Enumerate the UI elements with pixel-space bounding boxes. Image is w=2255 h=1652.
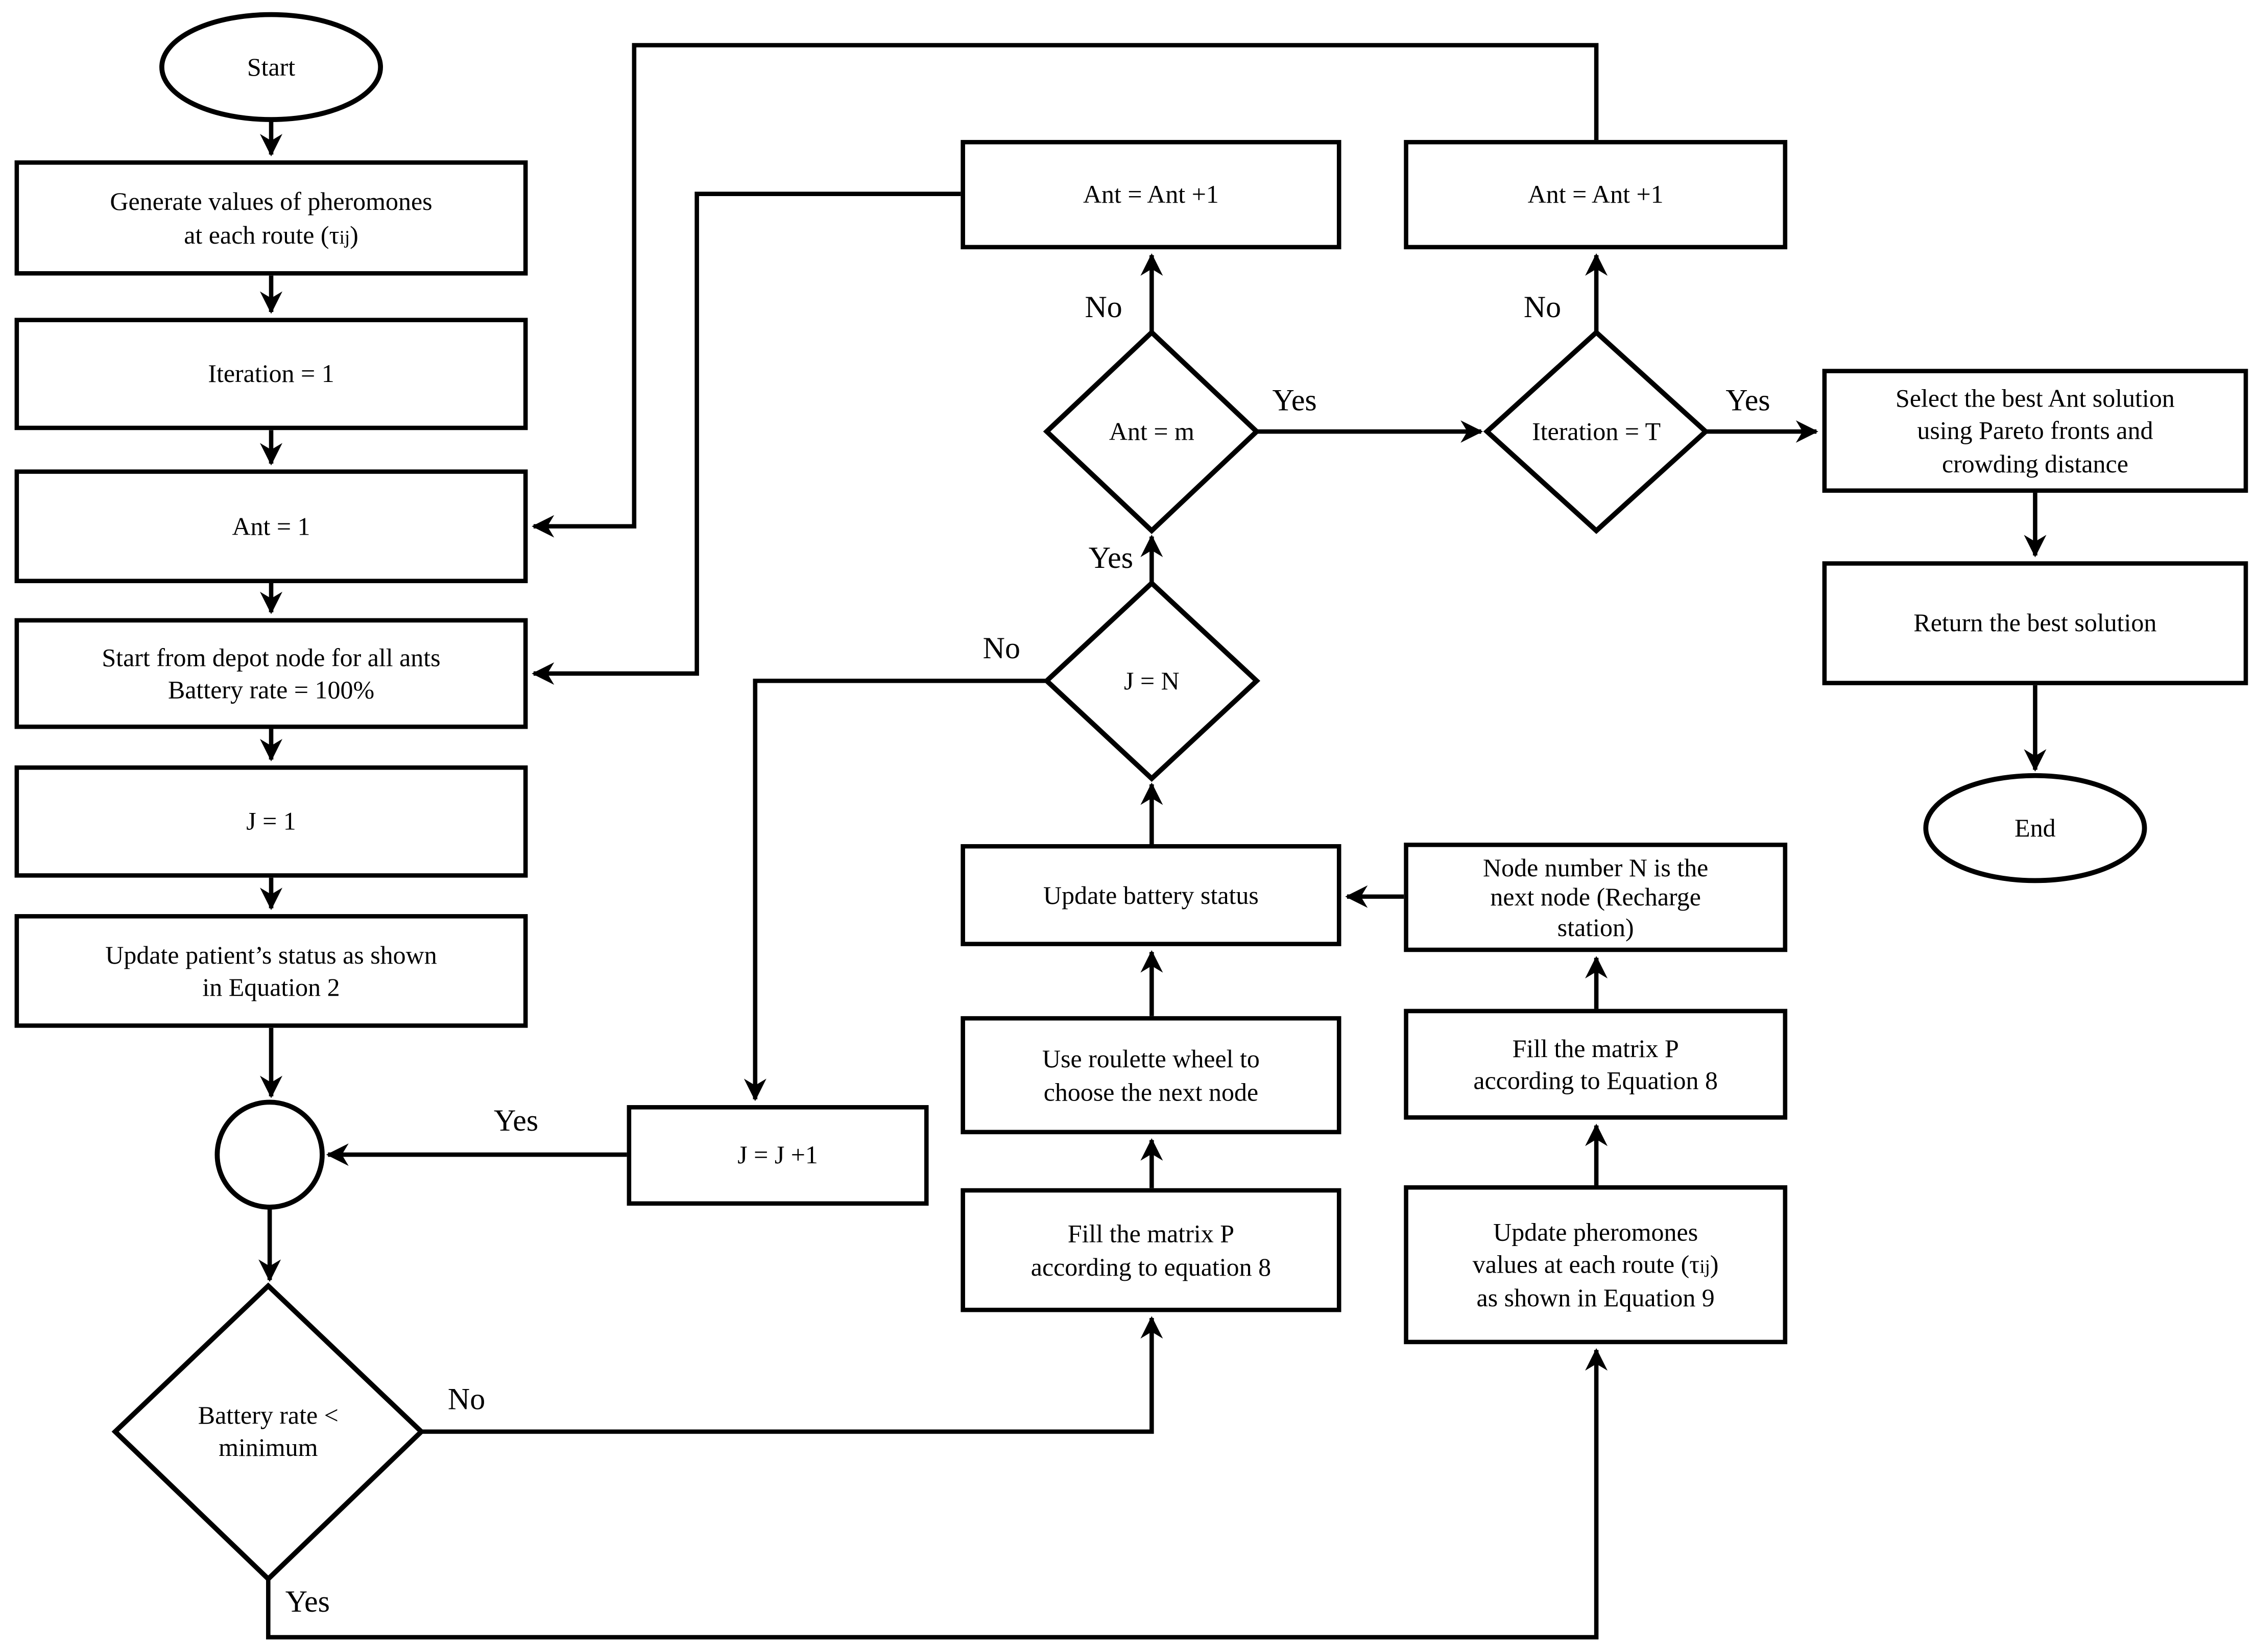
edge-label-no-iteration-t: No <box>1523 289 1562 325</box>
process-j-increment: J = J +1 <box>627 1105 929 1206</box>
edge-label-no-battery: No <box>447 1381 486 1417</box>
process-update-battery-status: Update battery status <box>961 844 1341 946</box>
tau-subscript: ij <box>339 225 350 247</box>
process-return-best-solution: Return the best solution <box>1822 561 2248 685</box>
terminal-start-label: Start <box>247 52 296 82</box>
flow-line-battery-no-to-fill-matrix-mid <box>421 1316 1163 1434</box>
edge-label-yes-ant-m: Yes <box>1272 382 1317 418</box>
flow-line-ant-increment-right-to-ant1 <box>532 43 1599 538</box>
process-fill-matrix-p-right: Fill the matrix P according to Equation … <box>1404 1009 1788 1120</box>
edge-label-yes-j-n: Yes <box>1088 540 1134 576</box>
decision-ant-m-diamond <box>1043 329 1260 534</box>
process-j-init: J = 1 <box>14 765 528 878</box>
edge-label-yes-iteration-t: Yes <box>1725 382 1770 418</box>
process-fill-matrix-p-mid: Fill the matrix P according to equation … <box>961 1188 1341 1312</box>
decision-j-n-label: J = N <box>1124 666 1180 696</box>
decision-j-n-diamond <box>1043 580 1261 782</box>
edge-label-no-ant-m: No <box>1085 289 1122 325</box>
start-terminal-ellipse <box>159 12 383 122</box>
connector-circle <box>214 1099 325 1210</box>
flow-line-battery-yes-to-update-pheromones <box>266 1348 1608 1640</box>
terminal-end-label: End <box>2014 813 2056 843</box>
process-iteration-init: Iteration = 1 <box>14 318 528 430</box>
process-generate-pheromones: Generate values of pheromones at each ro… <box>14 160 528 276</box>
decision-battery-label: Battery rate < minimum <box>198 1400 339 1463</box>
edge-label-yes-battery: Yes <box>285 1584 330 1619</box>
flow-line-ant-increment-left-to-depot <box>532 191 961 685</box>
decision-ant-m-label: Ant = m <box>1109 416 1194 446</box>
edge-label-no-j-n: No <box>982 630 1020 666</box>
process-ant-init: Ant = 1 <box>14 469 528 583</box>
end-terminal-ellipse <box>1923 773 2147 883</box>
process-depot-start: Start from depot node for all ants Batte… <box>14 618 528 729</box>
edge-label-yes-j-increment: Yes <box>494 1103 539 1138</box>
process-ant-increment-right: Ant = Ant +1 <box>1404 140 1788 250</box>
decision-iteration-t-label: Iteration = T <box>1532 416 1661 446</box>
decision-iteration-t-diamond <box>1483 329 1710 534</box>
process-ant-increment-left: Ant = Ant +1 <box>961 140 1341 250</box>
process-update-pheromones: Update pheromones values at each route (… <box>1404 1185 1788 1345</box>
flow-line-j-n-no-to-j-increment <box>743 678 1047 1102</box>
tau-subscript: ij <box>1699 1255 1710 1278</box>
process-select-best-solution: Select the best Ant solution using Paret… <box>1822 369 2248 493</box>
process-node-n-recharge: Node number N is the next node (Recharge… <box>1404 843 1788 952</box>
process-update-patient-status: Update patient’s status as shown in Equa… <box>14 914 528 1028</box>
decision-battery-diamond <box>111 1282 425 1583</box>
process-roulette-wheel: Use roulette wheel to choose the next no… <box>961 1016 1341 1135</box>
